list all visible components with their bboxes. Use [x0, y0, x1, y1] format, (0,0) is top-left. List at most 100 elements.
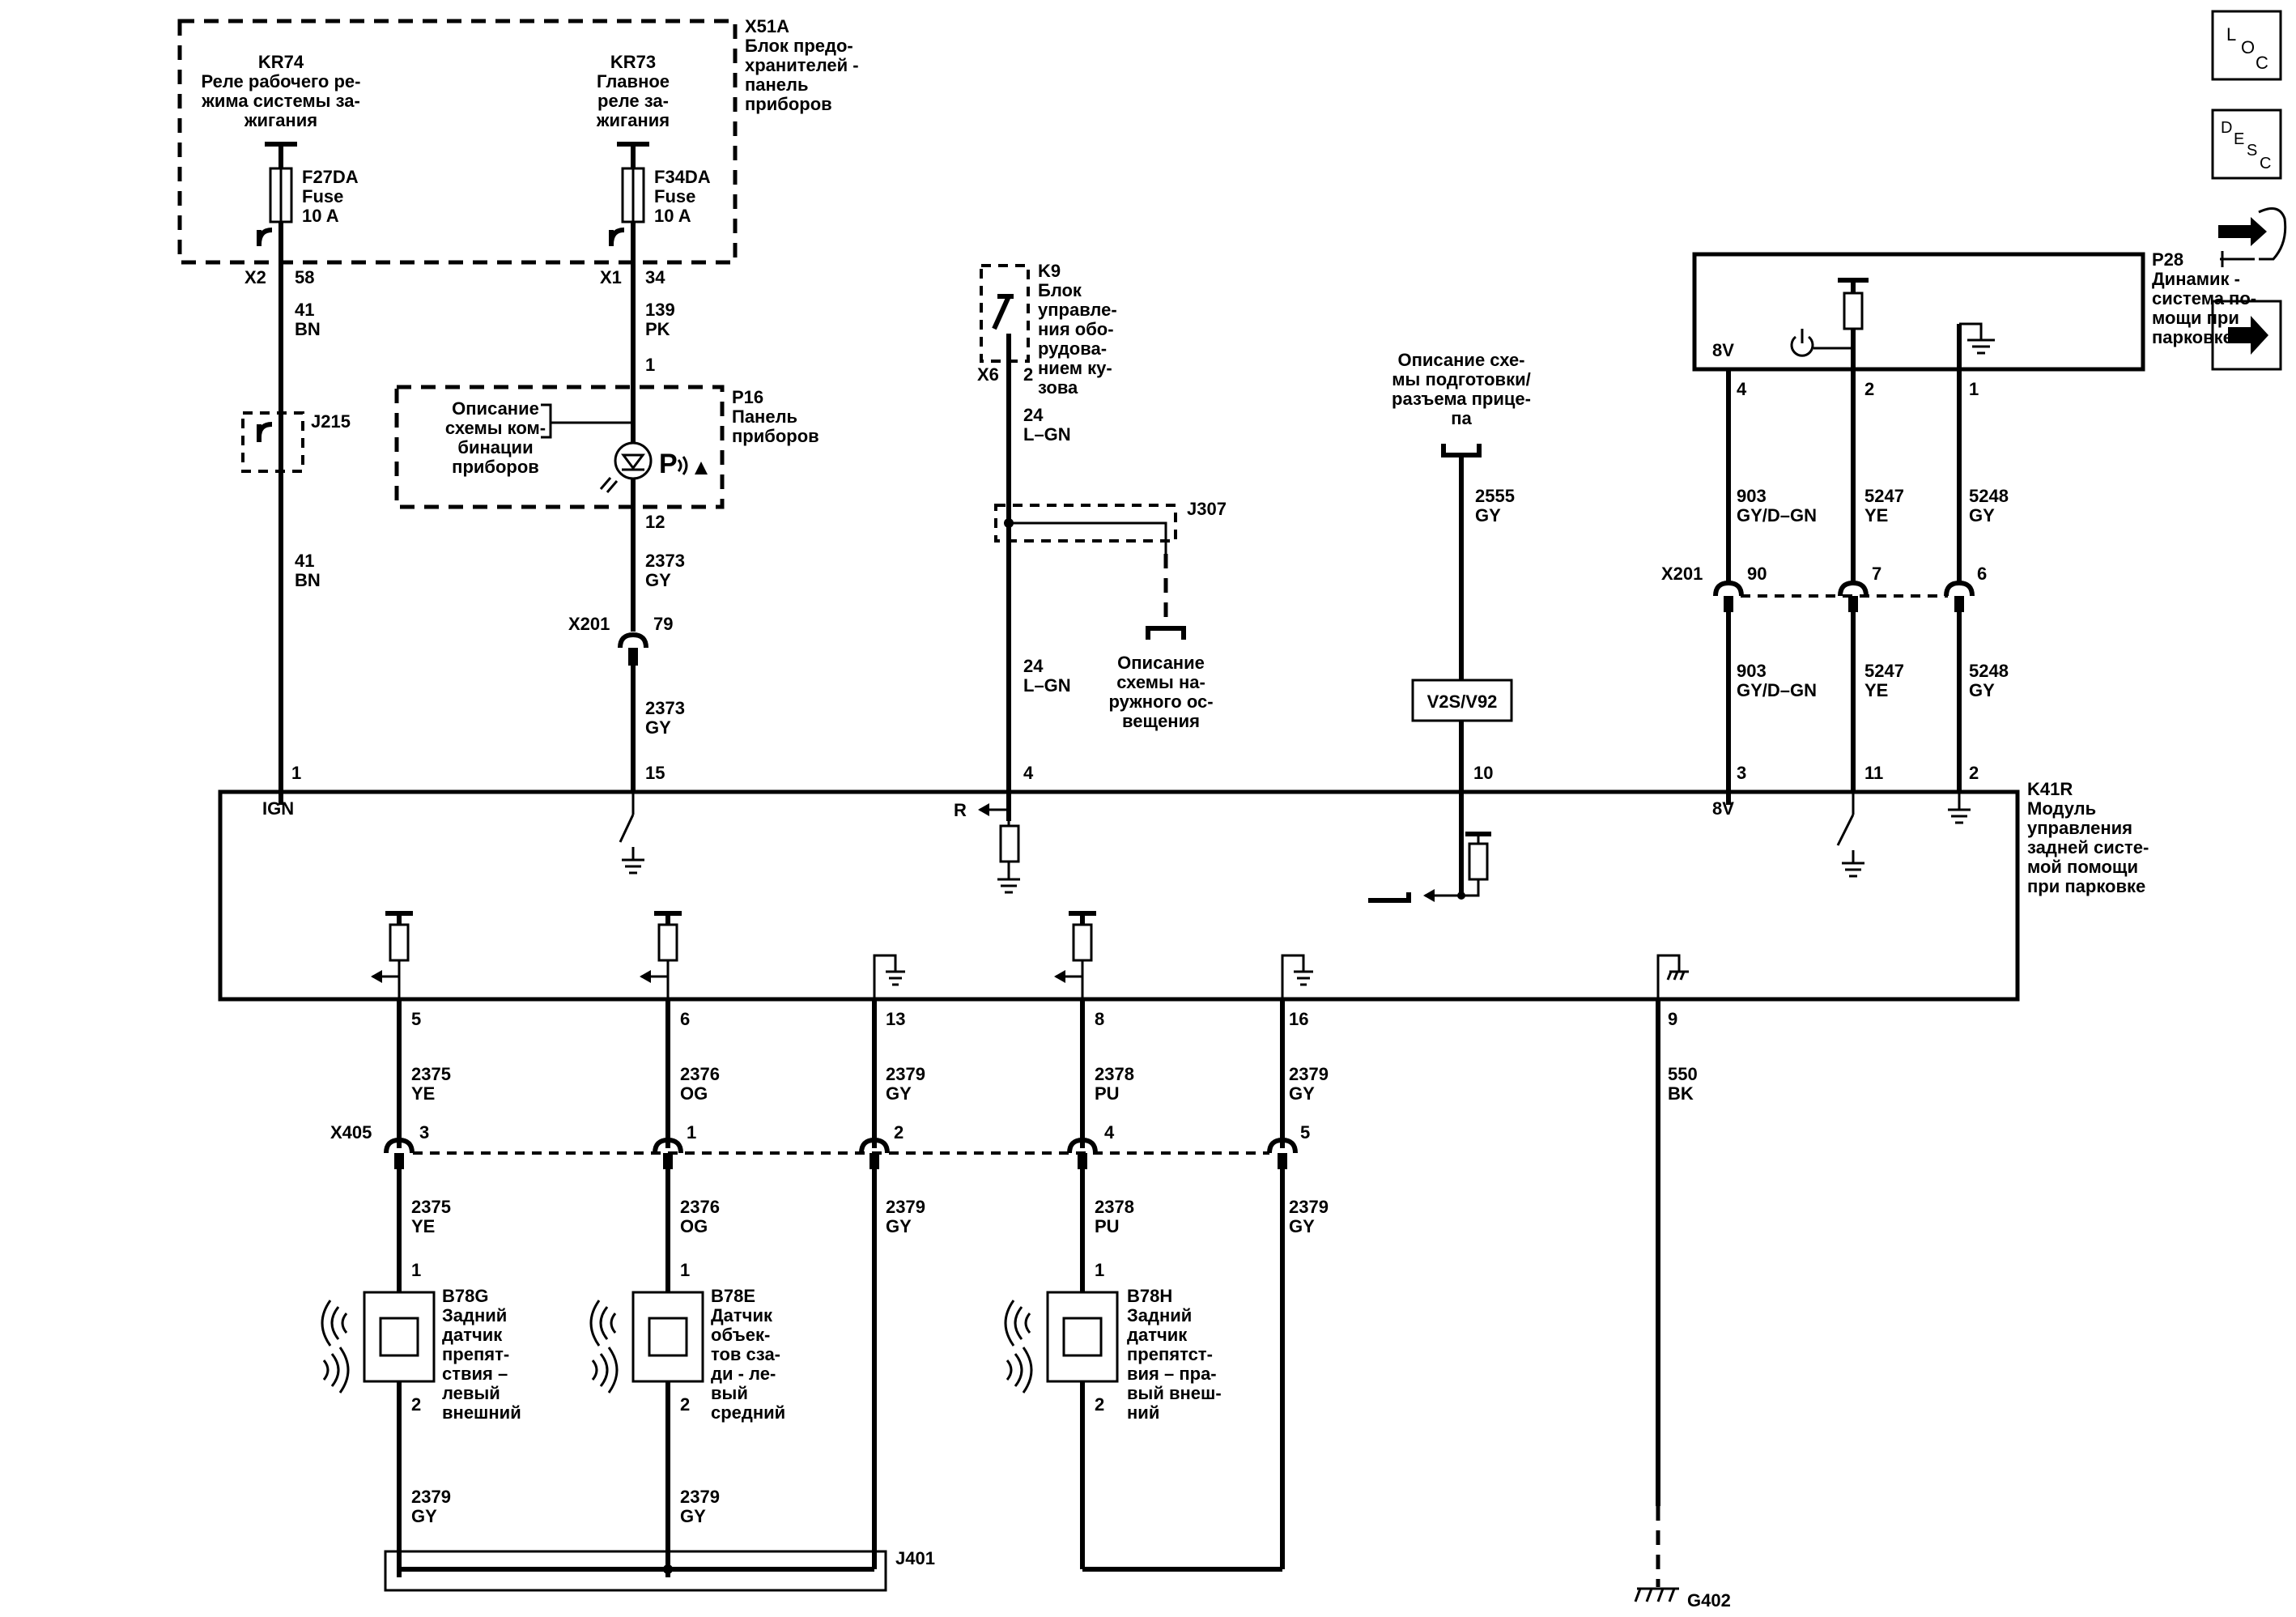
- b78h-pin2: 2: [1095, 1394, 1104, 1415]
- wire-2375-ye: 2375 YE 2375 YE: [397, 999, 451, 1292]
- wire-number: 2373: [645, 698, 685, 718]
- k9-label: Блок: [1038, 280, 1082, 300]
- arrow-right-icon: [2228, 316, 2268, 355]
- k41r-pin: 10: [1473, 763, 1493, 783]
- x2-pin: 58: [295, 267, 314, 287]
- desc-letter-d: D: [2221, 119, 2232, 137]
- connector-repair-icon[interactable]: [2218, 207, 2287, 268]
- b78h-label: препятст-: [1127, 1344, 1213, 1364]
- x51a-label: приборов: [745, 94, 832, 114]
- b78e-pin2: 2: [680, 1394, 690, 1415]
- wire-color: YE: [1864, 680, 1888, 700]
- ground-g402-icon: [1634, 1587, 1679, 1602]
- x201-left-pin: 79: [653, 614, 673, 634]
- desc-button[interactable]: D E S C: [2211, 109, 2282, 180]
- next-button[interactable]: [2211, 300, 2282, 371]
- k9-label: рудова-: [1038, 338, 1107, 359]
- k9-label: нием ку-: [1038, 358, 1112, 378]
- k41r-pin: 4: [1023, 763, 1034, 783]
- p28-pin: 2: [1864, 379, 1874, 399]
- loc-button[interactable]: L O C: [2211, 10, 2282, 81]
- wire-41-bn: 41 BN 41 BN: [278, 235, 321, 792]
- wire-number: 2379: [680, 1487, 720, 1507]
- wire-number: 2378: [1095, 1064, 1134, 1084]
- x405-pin: 5: [1300, 1122, 1310, 1143]
- kr73-label: Главное: [597, 71, 670, 91]
- f27da-rating: 10 A: [302, 206, 339, 226]
- b78g-label: Задний: [442, 1305, 507, 1326]
- k41r-pin: 6: [680, 1009, 690, 1029]
- x201-right-label: X201: [1661, 564, 1703, 584]
- p28-8v: 8V: [1712, 340, 1734, 360]
- p28-label: парковке: [2152, 327, 2233, 347]
- wire-number: 550: [1668, 1064, 1698, 1084]
- wire-color: PU: [1095, 1216, 1120, 1236]
- b78e-label: Датчик: [711, 1305, 773, 1326]
- k41r-pin: 2: [1969, 763, 1979, 783]
- sensor-driver-5: [371, 911, 413, 999]
- x201-pin: 90: [1747, 564, 1767, 584]
- kr73-label: реле за-: [597, 91, 669, 111]
- k41r-label: при парковке: [2027, 876, 2145, 896]
- b78e-label: средний: [711, 1402, 785, 1423]
- wire-color: PU: [1095, 1083, 1120, 1104]
- k41r-pin: 15: [645, 763, 665, 783]
- wire-color: GY: [886, 1083, 912, 1104]
- wire-2379-gy-13: 2379 GY 2379 GY: [872, 999, 925, 1569]
- g402-label: G402: [1687, 1590, 1731, 1611]
- p16-desc: Описание: [452, 398, 539, 419]
- p28-pin: 1: [1969, 379, 1979, 399]
- wire-color: GY: [680, 1506, 706, 1526]
- b78h-label: вия – пра-: [1127, 1364, 1217, 1384]
- connector-x405: X405 3 1 2 4 5: [330, 1122, 1310, 1169]
- k41r-pin: 8: [1095, 1009, 1104, 1029]
- wire-number: 2379: [1289, 1197, 1329, 1217]
- p16-desc: схемы ком-: [445, 418, 546, 438]
- b78e-label: тов сза-: [711, 1344, 780, 1364]
- k41r-label: мой помощи: [2027, 857, 2138, 877]
- k41r-pin: 3: [1737, 763, 1746, 783]
- x51a-id: X51A: [745, 16, 789, 36]
- wire-color: BK: [1668, 1083, 1694, 1104]
- ext-light-desc: ружного ос-: [1108, 691, 1213, 712]
- x1-label: X1: [600, 267, 622, 287]
- wire-number: 5248: [1969, 661, 2009, 681]
- b78g-label: левый: [442, 1383, 500, 1403]
- ultrasonic-icon: [321, 1300, 350, 1394]
- f34da-id: F34DA: [654, 167, 711, 187]
- f34da-rating: 10 A: [654, 206, 691, 226]
- x405-pin: 4: [1104, 1122, 1115, 1143]
- loc-letter-c: C: [2256, 53, 2268, 73]
- wire-color: OG: [680, 1216, 708, 1236]
- k41r-r: R: [954, 800, 967, 820]
- wire-903-gy-d-gn: 903 GY/D–GN 903 GY/D–GN: [1726, 369, 1817, 792]
- wire-number: 2379: [886, 1197, 925, 1217]
- splice-j307: J307 Описание схемы на- ружного ос- веще…: [994, 499, 1227, 731]
- wire-24-l-gn: 24 L–GN 24 L–GN: [1006, 361, 1071, 792]
- speaker-p28: P28 Динамик - система по- мощи при парко…: [1692, 249, 2256, 399]
- b78g-label: препят-: [442, 1344, 509, 1364]
- fuse-f34da: F34DA Fuse 10 A: [609, 167, 711, 246]
- x405-pin: 1: [687, 1122, 696, 1143]
- wire-number: 2376: [680, 1064, 720, 1084]
- p28-label: Динамик -: [2152, 269, 2240, 289]
- trailer-desc: Описание схе-: [1397, 350, 1524, 370]
- parking-assist-icon: P: [659, 449, 678, 479]
- relay-kr74: KR74 Реле рабочего ре- жима системы за- …: [201, 52, 360, 168]
- wire-color: OG: [680, 1083, 708, 1104]
- k41r-label: управления: [2027, 818, 2132, 838]
- k41r-label: Модуль: [2027, 798, 2096, 819]
- sensor-b78e: 1 B78E Датчик объек- тов сза- ди - ле- в…: [589, 1260, 785, 1423]
- wire-color: GY: [1969, 680, 1995, 700]
- x51a-label: панель: [745, 74, 809, 95]
- kr73-label: жигания: [596, 110, 670, 130]
- b78h-pin1: 1: [1095, 1260, 1104, 1280]
- wire-color: GY/D–GN: [1737, 505, 1817, 526]
- wire-number: 24: [1023, 405, 1044, 425]
- wire-2378-pu: 2378 PU 2378 PU: [1080, 999, 1134, 1292]
- k41r-label: задней систе-: [2027, 837, 2149, 857]
- v2s-option-label: V2S/V92: [1427, 691, 1498, 712]
- k41r-pin: 11: [1864, 763, 1883, 783]
- j401-label: J401: [895, 1548, 935, 1568]
- b78g-id: B78G: [442, 1286, 488, 1306]
